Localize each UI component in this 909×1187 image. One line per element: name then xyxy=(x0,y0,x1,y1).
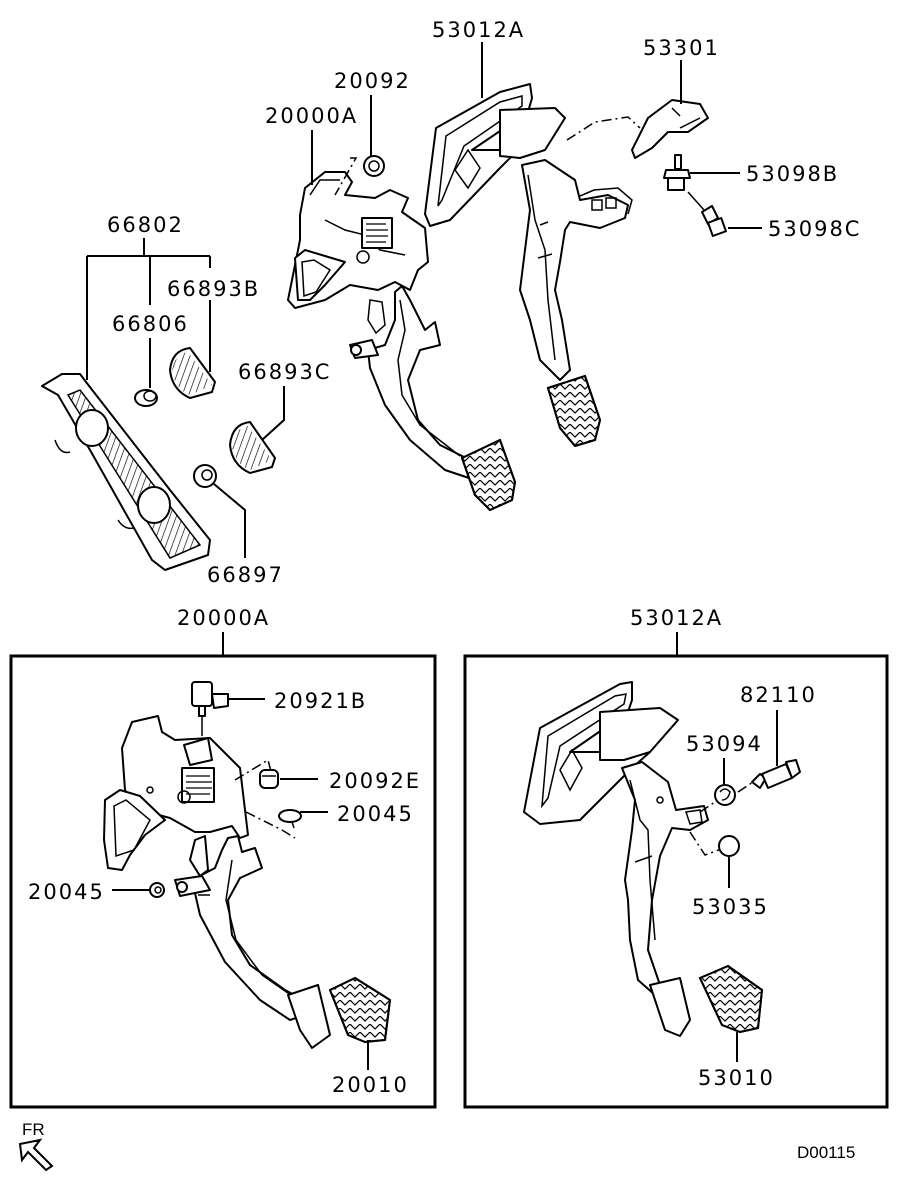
dashed-leader-53035 xyxy=(689,831,725,856)
detail-box-20000a-frame xyxy=(9,654,437,1109)
callout-53098B[interactable]: 53098B xyxy=(746,162,839,186)
stopper-66893c-drawing xyxy=(229,421,276,474)
detail-box-53012a: 53012A 82110 xyxy=(463,606,889,1109)
detail-box-20000a: 20000A 20921B xyxy=(9,606,437,1109)
front-direction-indicator: FR xyxy=(18,1120,54,1172)
callout-53012A[interactable]: 53012A xyxy=(432,18,525,42)
callout-20000A[interactable]: 20000A xyxy=(265,104,358,128)
bolt-53098b-drawing xyxy=(663,154,691,191)
callout-20010[interactable]: 20010 xyxy=(332,1073,409,1097)
stopper-53035-drawing xyxy=(718,835,740,857)
callout-53094[interactable]: 53094 xyxy=(686,732,763,756)
nut-66897-drawing xyxy=(193,464,217,488)
detail-box-53012a-frame xyxy=(463,654,889,1109)
callout-66806[interactable]: 66806 xyxy=(112,312,189,336)
callout-20921B[interactable]: 20921B xyxy=(274,689,367,713)
stop-lamp-switch-82110-drawing xyxy=(751,759,801,789)
switch-20921b-drawing xyxy=(191,681,229,736)
clutch-pedal-assembly-drawing xyxy=(287,171,517,512)
plug-66806-drawing xyxy=(134,389,158,407)
front-direction-label: FR xyxy=(22,1120,45,1139)
callout-66893C[interactable]: 66893C xyxy=(238,360,331,384)
accelerator-pedal-drawing xyxy=(41,373,211,571)
callout-53010[interactable]: 53010 xyxy=(698,1066,775,1090)
callout-53035[interactable]: 53035 xyxy=(692,895,769,919)
nut-20092e-drawing xyxy=(259,769,279,789)
callout-82110[interactable]: 82110 xyxy=(740,683,817,707)
callout-66897[interactable]: 66897 xyxy=(207,563,284,587)
dashed-leader-53094 xyxy=(699,779,757,813)
brake-pedal-assembly-drawing xyxy=(424,83,633,448)
brake-assembly-detail-drawing xyxy=(523,681,764,1037)
callout-20045-right[interactable]: 20045 xyxy=(337,802,414,826)
callout-53098C[interactable]: 53098C xyxy=(768,217,861,241)
callout-20045-left[interactable]: 20045 xyxy=(28,880,105,904)
callout-66893B[interactable]: 66893B xyxy=(167,277,260,301)
front-arrow-icon xyxy=(18,1138,54,1172)
bushing-20045a-drawing xyxy=(278,809,302,829)
dashed-leader-53301 xyxy=(566,116,641,141)
nut-20092-drawing xyxy=(363,155,385,177)
callout-66802[interactable]: 66802 xyxy=(107,213,184,237)
callout-20092[interactable]: 20092 xyxy=(334,69,411,93)
stopper-66893b-drawing xyxy=(169,347,216,399)
dashed-leader-20045a xyxy=(245,811,296,839)
bushing-20045b-drawing xyxy=(149,882,165,898)
bolt-53098c-drawing xyxy=(687,191,727,237)
callout-20092E[interactable]: 20092E xyxy=(329,769,421,793)
dashed-leader-20092 xyxy=(334,157,358,196)
retainer-53094-drawing xyxy=(714,784,736,806)
callout-53301[interactable]: 53301 xyxy=(643,36,720,60)
detail-box-20000a-title[interactable]: 20000A xyxy=(177,606,270,630)
leader-lines-upper xyxy=(86,42,762,558)
bracket-53301-drawing xyxy=(631,99,709,159)
detail-box-53012a-title[interactable]: 53012A xyxy=(630,606,723,630)
drawing-id: D00115 xyxy=(797,1143,855,1162)
clutch-assembly-detail-drawing xyxy=(103,715,392,1049)
